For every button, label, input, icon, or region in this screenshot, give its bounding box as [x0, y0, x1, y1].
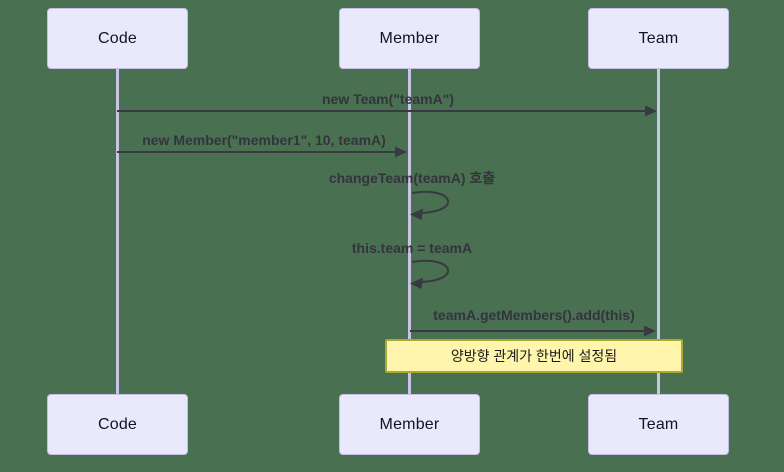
actor-label-code: Code — [97, 415, 138, 433]
self-loop-change-team — [410, 190, 450, 220]
actor-box-team-top: Team — [588, 8, 729, 69]
actor-box-member-top: Member — [339, 8, 480, 69]
lifeline-team — [657, 69, 660, 394]
note-bidirectional-relation: 양방향 관계가 한번에 설정됨 — [385, 339, 683, 373]
actor-label-team: Team — [638, 415, 679, 433]
actor-label-code: Code — [97, 29, 138, 47]
lifeline-code — [116, 69, 119, 394]
message-label-set-team: this.team = teamA — [351, 240, 473, 256]
actor-label-team: Team — [638, 29, 679, 47]
actor-label-member: Member — [379, 415, 440, 433]
message-label-new-member: new Member("member1", 10, teamA) — [142, 132, 386, 148]
actor-box-code-bottom: Code — [47, 394, 188, 455]
message-label-new-team: new Team("teamA") — [321, 91, 455, 107]
actor-box-member-bottom: Member — [339, 394, 480, 455]
actor-label-member: Member — [379, 29, 440, 47]
actor-box-code-top: Code — [47, 8, 188, 69]
message-label-change-team: changeTeam(teamA) 호출 — [328, 170, 496, 186]
actor-box-team-bottom: Team — [588, 394, 729, 455]
message-label-add-member: teamA.getMembers().add(this) — [433, 307, 635, 323]
note-text: 양방향 관계가 한번에 설정됨 — [450, 348, 618, 364]
message-arrow-add-member — [410, 325, 656, 337]
lifeline-member — [408, 69, 411, 394]
self-loop-set-team — [410, 259, 450, 289]
message-arrow-new-member — [117, 146, 407, 158]
message-arrow-new-team — [117, 105, 657, 117]
